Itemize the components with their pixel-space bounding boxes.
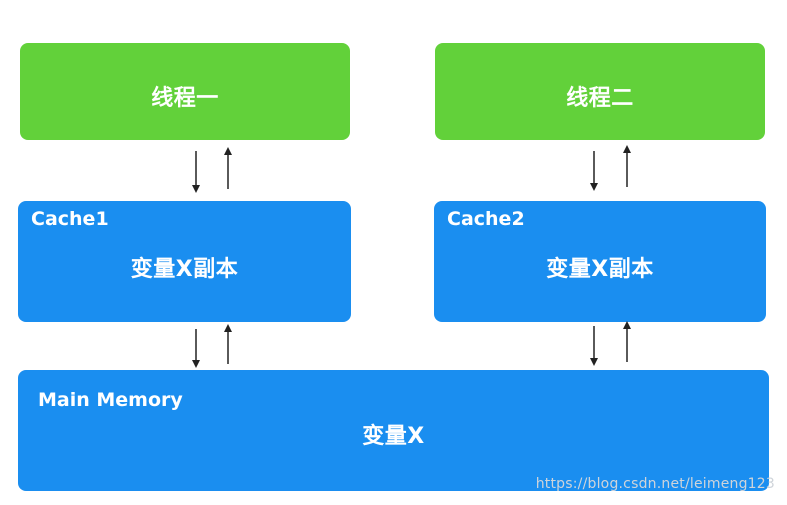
cache1-label: 变量X副本 <box>130 257 239 282</box>
cache2-box: Cache2 变量X副本 <box>434 201 766 322</box>
cache2-title: Cache2 <box>447 208 525 230</box>
main-memory-title: Main Memory <box>38 389 183 411</box>
thread-two-label: 线程二 <box>566 86 634 111</box>
thread-two-box: 线程二 <box>435 43 765 140</box>
watermark-text: https://blog.csdn.net/leimeng123 <box>535 476 775 492</box>
cache1-box: Cache1 变量X副本 <box>18 201 351 322</box>
main-memory-label: 变量X <box>362 424 425 449</box>
main-memory-box: Main Memory 变量X <box>18 370 769 491</box>
cache1-title: Cache1 <box>31 208 109 230</box>
cache2-label: 变量X副本 <box>546 257 654 282</box>
thread-one-box: 线程一 <box>20 43 350 140</box>
thread-one-label: 线程一 <box>151 86 219 111</box>
